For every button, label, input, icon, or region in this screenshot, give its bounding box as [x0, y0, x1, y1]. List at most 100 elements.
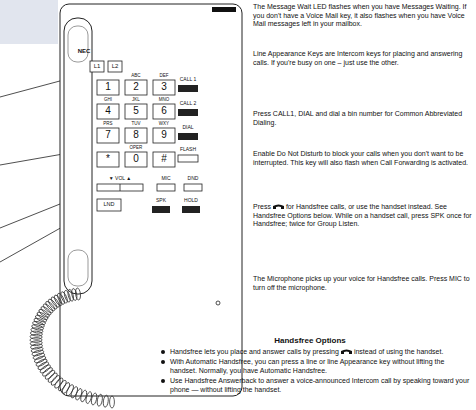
key-label: JKL — [132, 97, 140, 102]
key-label: L1 — [90, 63, 104, 70]
key-label: WXY — [159, 121, 169, 126]
key-label: JKL — [125, 98, 147, 103]
bullet-item: With Automatic Handsfree, you can press … — [170, 358, 470, 375]
key-label: OPER — [130, 145, 143, 150]
hold-key — [182, 206, 200, 213]
handset — [64, 18, 92, 294]
key-label: HOLD — [180, 198, 202, 204]
key-digit: 7 — [97, 129, 119, 140]
callout-text: for Handsfree calls, or use the handset … — [253, 203, 472, 227]
key-label: MNO — [159, 97, 170, 102]
callout-text: Press — [253, 203, 271, 210]
key-label: DEF — [153, 74, 175, 79]
dial-key — [125, 128, 147, 143]
cord-loop — [75, 288, 81, 300]
dial-function-key — [178, 133, 198, 140]
cord-loop — [71, 288, 78, 301]
cord-loop — [90, 393, 97, 406]
brand-logo: NEC — [70, 48, 98, 55]
key-label: L1 — [94, 63, 101, 69]
callout-text: Press CALL1, DIAL and dial a bin number … — [253, 110, 462, 126]
key-digit: 2 — [125, 81, 147, 92]
key-digit: 0 — [125, 153, 147, 164]
key-digit: 4 — [97, 105, 119, 116]
cord-loop — [103, 395, 109, 408]
line-key — [108, 61, 122, 72]
flash-key — [178, 155, 198, 162]
key-digit: # — [161, 153, 167, 164]
key-digit: 8 — [133, 129, 139, 140]
key-digit: 9 — [153, 129, 175, 140]
key-digit: 8 — [125, 129, 147, 140]
lnd-key — [97, 199, 121, 211]
handset-icon — [273, 204, 284, 210]
key-label: SPK — [156, 197, 166, 203]
key-digit: 3 — [153, 81, 175, 92]
key-label: DIAL — [182, 124, 193, 130]
key-label: LND — [103, 201, 114, 207]
key-label: PRS — [103, 121, 112, 126]
key-label: CALL 1 — [180, 76, 197, 82]
key-label: FLASH — [180, 146, 196, 152]
call-key — [178, 109, 198, 116]
key-label: CALL 2 — [175, 101, 201, 107]
handset-icon — [341, 349, 352, 355]
microphone-hole — [216, 301, 220, 305]
callout-text: Line Appearance Keys are Intercom keys f… — [253, 50, 462, 66]
callout-text: Use Handsfree Answerback to answer a voi… — [170, 377, 469, 393]
cord-loop — [30, 331, 42, 337]
key-label: DND — [188, 175, 199, 181]
bullet-item: Use Handsfree Answerback to answer a voi… — [170, 377, 470, 394]
dial-key — [153, 152, 175, 167]
key-digit: * — [97, 153, 119, 164]
key-digit: 4 — [105, 105, 111, 116]
bullet-dot — [160, 359, 168, 365]
key-digit: * — [106, 153, 110, 164]
key-label: DND — [183, 176, 203, 182]
key-digit: 6 — [161, 105, 167, 116]
dial-key — [125, 152, 147, 167]
cord-loop — [61, 382, 71, 395]
key-label: ABC — [125, 74, 147, 79]
dial-key — [97, 152, 119, 167]
dial-key — [125, 80, 147, 95]
heading-text: Handsfree Options — [274, 336, 346, 345]
key-label: ▼ VOL ▲ — [95, 176, 145, 182]
cord-loop — [37, 361, 50, 371]
callout-text: The Message Wait LED flashes when you ha… — [253, 3, 473, 29]
dial-key — [153, 80, 175, 95]
key-digit: 9 — [161, 129, 167, 140]
key-label: GHI — [97, 98, 119, 103]
key-label: CALL 1 — [175, 77, 201, 83]
key-digit: 2 — [133, 81, 139, 92]
key-label: LND — [97, 201, 121, 207]
key-label: DIAL — [175, 125, 201, 131]
mic-key — [157, 184, 175, 191]
callout-text: Handsfree lets you place and answer call… — [170, 348, 339, 355]
key-label: ▼ VOL ▲ — [109, 175, 132, 181]
key-digit: # — [153, 153, 175, 164]
key-digit: 1 — [97, 81, 119, 92]
dial-key — [97, 128, 119, 143]
key-digit: 5 — [133, 105, 139, 116]
bullet-dot — [160, 378, 168, 384]
volume-key — [97, 184, 143, 191]
key-label: FLASH — [175, 147, 201, 153]
cord-loop — [65, 384, 75, 397]
dial-key — [153, 128, 175, 143]
key-label: WXY — [153, 122, 175, 127]
message-led — [212, 7, 236, 12]
key-digit: 1 — [105, 81, 111, 92]
callout-text: Pressfor Handsfree calls, or use the han… — [253, 203, 473, 229]
callout-text: The Microphone picks up your voice for H… — [253, 275, 470, 291]
key-label: GHI — [104, 97, 112, 102]
key-label: MNO — [153, 98, 175, 103]
callout-text: Enable Do Not Disturb to block your call… — [253, 150, 473, 167]
key-label: SPK — [151, 198, 171, 204]
cord-loop — [35, 358, 48, 368]
callout-text: The Message Wait LED flashes when you ha… — [253, 3, 466, 27]
key-label: ABC — [131, 73, 140, 78]
callout-text: Line Appearance Keys are Intercom keys f… — [253, 50, 473, 67]
call-key — [178, 85, 198, 92]
